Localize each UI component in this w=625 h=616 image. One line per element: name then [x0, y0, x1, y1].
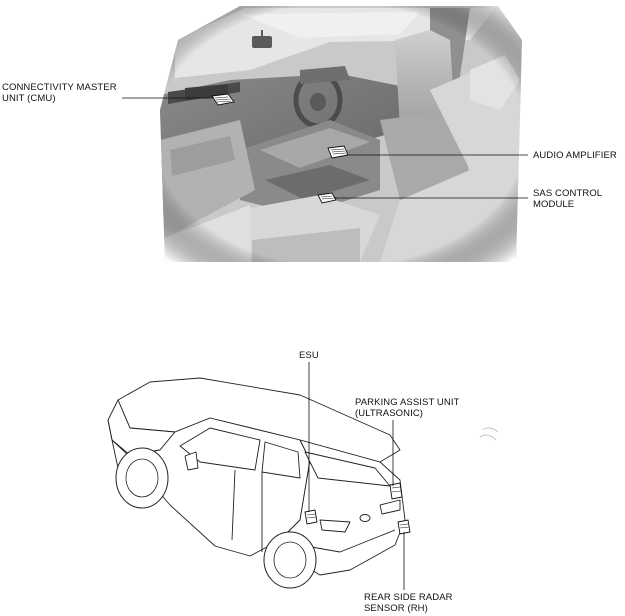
sas-control-module-icon	[317, 192, 337, 204]
front-wheel	[115, 447, 169, 509]
label-connectivity-master-unit: CONNECTIVITY MASTER UNIT (CMU)	[2, 82, 117, 104]
rear-radar-sensor-icon	[397, 519, 411, 535]
parking-assist-unit-icon	[389, 482, 403, 500]
label-line: (ULTRASONIC)	[355, 408, 424, 419]
label-line: AUDIO AMPLIFIER	[533, 150, 617, 161]
label-line: REAR SIDE RADAR	[364, 592, 453, 603]
rear-wheel	[263, 531, 317, 589]
label-line: PARKING ASSIST UNIT	[355, 397, 460, 408]
label-line: SENSOR (RH)	[364, 603, 428, 614]
label-line: UNIT (CMU)	[2, 93, 56, 104]
label-esu: ESU	[299, 350, 319, 361]
label-sas-control-module: SAS CONTROL MODULE	[533, 188, 602, 210]
label-parking-assist-unit: PARKING ASSIST UNIT (ULTRASONIC)	[355, 397, 460, 419]
label-line: MODULE	[533, 199, 575, 210]
label-line: CONNECTIVITY MASTER	[2, 82, 117, 93]
cmu-module-icon	[211, 93, 235, 106]
esu-module-icon	[304, 509, 318, 525]
label-audio-amplifier: AUDIO AMPLIFIER	[533, 150, 617, 161]
label-line: SAS CONTROL	[533, 188, 603, 199]
label-rear-side-radar-sensor: REAR SIDE RADAR SENSOR (RH)	[364, 592, 453, 614]
label-line: ESU	[299, 350, 319, 361]
